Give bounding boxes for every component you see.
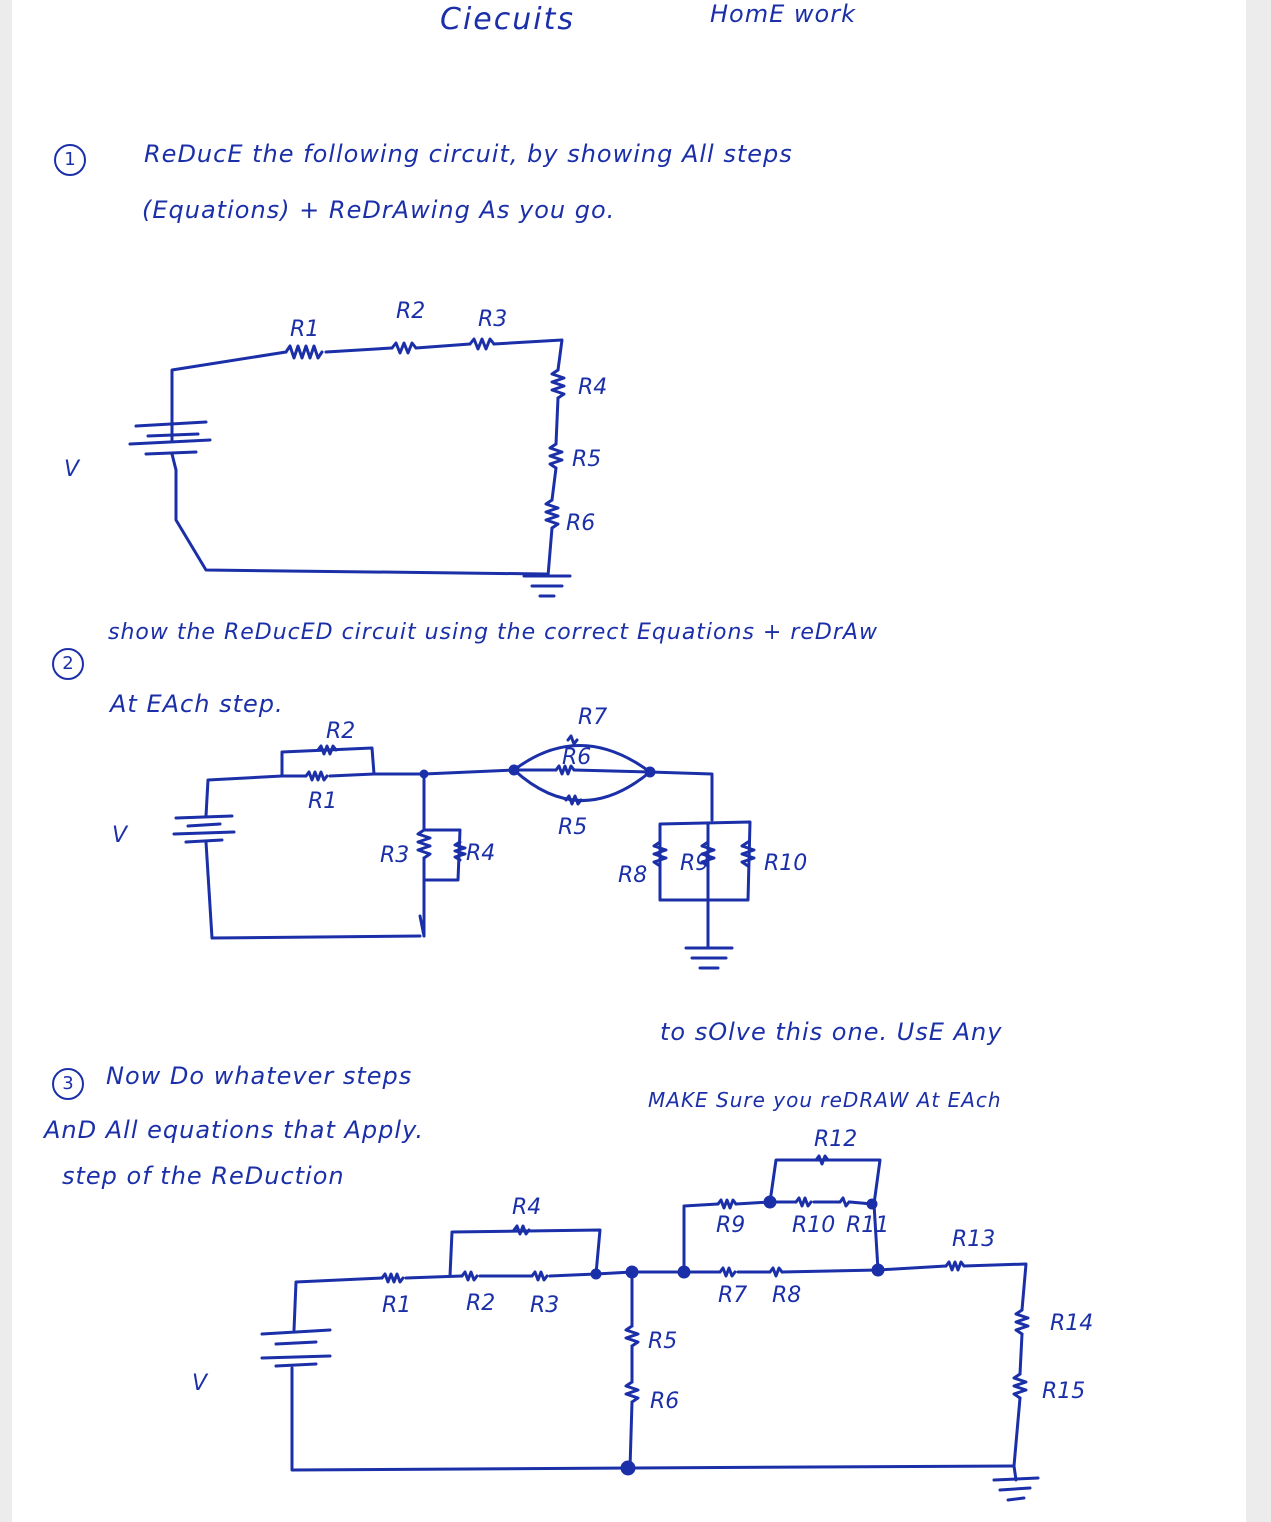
label-r3-c2: R3: [380, 843, 409, 868]
problem-3-line-1: Now Do whatever steps: [106, 1062, 413, 1090]
label-r9-c2: R9: [680, 851, 709, 876]
label-r4-c1: R4: [578, 375, 607, 400]
battery-1: [128, 420, 212, 456]
label-r10-c3: R10: [792, 1213, 835, 1238]
problem-2-line-2: At EAch step.: [110, 690, 284, 718]
voltage-label-2: V: [112, 823, 129, 848]
label-r5-c1: R5: [572, 447, 601, 472]
battery-3: [260, 1328, 332, 1368]
battery-2: [172, 814, 236, 844]
label-r5-c3: R5: [648, 1329, 677, 1354]
resistor-r11-c3: [838, 1196, 851, 1208]
label-r12-c3: R12: [814, 1127, 857, 1152]
resistor-r2-c2: [316, 744, 338, 756]
resistor-r7-c3: [718, 1266, 737, 1278]
circuit-3: [260, 1154, 1040, 1502]
resistor-r4: [550, 368, 566, 400]
resistor-r1-c3: [380, 1272, 405, 1284]
label-r10-c2: R10: [764, 851, 807, 876]
resistor-r2-c3: [460, 1270, 479, 1282]
resistor-r5-c3: [624, 1324, 640, 1348]
label-r13-c3: R13: [952, 1227, 995, 1252]
resistor-r4-c3: [512, 1224, 531, 1236]
circuit-2: [172, 734, 756, 970]
label-r4-c2: R4: [466, 841, 495, 866]
ground-symbol-1: [522, 574, 572, 598]
resistor-r3: [468, 337, 496, 351]
label-r2-c3: R2: [466, 1291, 495, 1316]
resistor-r2: [390, 341, 418, 355]
resistor-r8-c2: [652, 840, 668, 868]
label-r2-c1: R2: [396, 299, 425, 324]
problem-2-line-1: show the ReDucED circuit using the corre…: [108, 620, 878, 645]
resistor-r9-c3: [716, 1198, 738, 1210]
circuit-1: [128, 337, 572, 598]
label-r9-c3: R9: [716, 1213, 745, 1238]
resistor-r6-c2: [554, 764, 576, 776]
resistor-r6: [544, 498, 560, 530]
resistor-r4-c2: [453, 840, 467, 862]
resistor-r8-c3: [768, 1266, 784, 1278]
label-r6-c2: R6: [562, 745, 591, 770]
problem-3-number: 3: [52, 1068, 84, 1100]
ground-symbol-2: [684, 946, 734, 970]
resistor-r1: [284, 344, 324, 360]
resistor-r13-c3: [944, 1260, 966, 1272]
label-r3-c3: R3: [530, 1293, 559, 1318]
resistor-r1-c2: [304, 770, 329, 782]
label-r8-c3: R8: [772, 1283, 801, 1308]
problem-1-number: 1: [54, 144, 86, 176]
resistor-r3-c2: [416, 828, 432, 860]
resistor-r5: [548, 442, 564, 470]
problem-1-line-2: (Equations) + ReDrAwing As you go.: [142, 196, 616, 224]
page-title: Ciecuits: [440, 2, 575, 37]
problem-3-line-2: AnD All equations that Apply.: [44, 1116, 425, 1144]
label-r7-c3: R7: [718, 1283, 747, 1308]
label-r4-c3: R4: [512, 1195, 541, 1220]
resistor-r14-c3: [1014, 1308, 1030, 1336]
label-r5-c2: R5: [558, 815, 587, 840]
resistor-r7-c2: [566, 734, 579, 746]
page-subtitle: HomE work: [710, 0, 856, 28]
problem-3-line-0: to sOlve this one. UsE Any: [660, 1018, 1003, 1046]
label-r8-c2: R8: [618, 863, 647, 888]
problem-2-number: 2: [52, 648, 84, 680]
resistor-r3-c3: [530, 1270, 549, 1282]
resistor-r5-c2: [564, 794, 583, 806]
label-r1-c3: R1: [382, 1293, 411, 1318]
resistor-r15-c3: [1012, 1372, 1028, 1400]
ground-symbol-3: [992, 1476, 1040, 1502]
problem-3-line-3: step of the ReDuction: [62, 1162, 345, 1190]
voltage-label-1: V: [64, 457, 81, 482]
resistor-r9-c2: [700, 840, 716, 868]
label-r1-c2: R1: [308, 789, 337, 814]
label-r1-c1: R1: [290, 317, 319, 342]
label-r11-c3: R11: [846, 1213, 889, 1238]
label-r3-c1: R3: [478, 307, 507, 332]
label-r14-c3: R14: [1050, 1311, 1093, 1336]
label-r6-c1: R6: [566, 511, 595, 536]
resistor-r10-c3: [794, 1196, 813, 1208]
label-r6-c3: R6: [650, 1389, 679, 1414]
problem-3-line-1b: MAKE Sure you reDRAW At EAch: [648, 1088, 1002, 1112]
label-r2-c2: R2: [326, 719, 355, 744]
resistor-r12-c3: [814, 1154, 830, 1166]
label-r15-c3: R15: [1042, 1379, 1085, 1404]
resistor-r6-c3: [624, 1380, 640, 1404]
label-r7-c2: R7: [578, 705, 607, 730]
resistor-r10-c2: [740, 840, 756, 868]
problem-1-line-1: ReDucE the following circuit, by showing…: [144, 140, 793, 168]
voltage-label-3: V: [192, 1371, 209, 1396]
